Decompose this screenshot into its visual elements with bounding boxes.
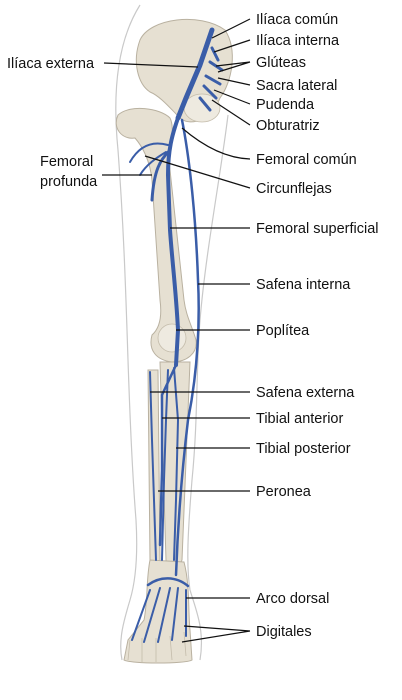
label-iliaca-externa: Ilíaca externa <box>7 56 95 72</box>
label-safena-interna: Safena interna <box>256 277 351 293</box>
label-gluteas: Glúteas <box>256 55 306 71</box>
label-iliaca-interna: Ilíaca interna <box>256 33 340 49</box>
label-obturatriz: Obturatriz <box>256 118 320 134</box>
labels: Ilíaca común Ilíaca interna Ilíaca exter… <box>7 12 379 640</box>
veins <box>129 27 224 643</box>
pointer-pudenda <box>213 89 251 105</box>
pointer-lines <box>102 18 251 643</box>
foot-bones <box>123 559 193 664</box>
label-safena-externa: Safena externa <box>256 385 355 401</box>
pointer-obturatriz <box>211 99 251 126</box>
pointer-circunflejas <box>144 155 251 189</box>
label-femoral-superficial: Femoral superficial <box>256 221 379 237</box>
label-femoral-profunda-line2: profunda <box>40 174 98 190</box>
label-digitales: Digitales <box>256 624 312 640</box>
label-femoral-comun: Femoral común <box>256 152 357 168</box>
label-sacra-lateral: Sacra lateral <box>256 78 337 94</box>
pointer-iliaca-interna <box>213 39 251 53</box>
label-poplitea: Poplítea <box>256 323 310 339</box>
label-tibial-anterior: Tibial anterior <box>256 411 343 427</box>
pointer-iliaca-comun <box>211 18 251 39</box>
label-pudenda: Pudenda <box>256 97 315 113</box>
label-femoral-profunda-line1: Femoral <box>40 154 93 170</box>
pointer-digitales <box>181 625 251 643</box>
femur-bone <box>115 107 197 363</box>
pointer-gluteas <box>215 61 251 73</box>
label-tibial-posterior: Tibial posterior <box>256 441 351 457</box>
pointer-iliaca-externa <box>103 62 199 68</box>
pointer-sacra-lateral <box>217 77 251 86</box>
label-arco-dorsal: Arco dorsal <box>256 591 329 607</box>
label-circunflejas: Circunflejas <box>256 181 332 197</box>
label-iliaca-comun: Ilíaca común <box>256 12 338 28</box>
pointer-femoral-comun <box>181 127 251 160</box>
label-peronea: Peronea <box>256 484 312 500</box>
skin-outline <box>115 4 229 661</box>
